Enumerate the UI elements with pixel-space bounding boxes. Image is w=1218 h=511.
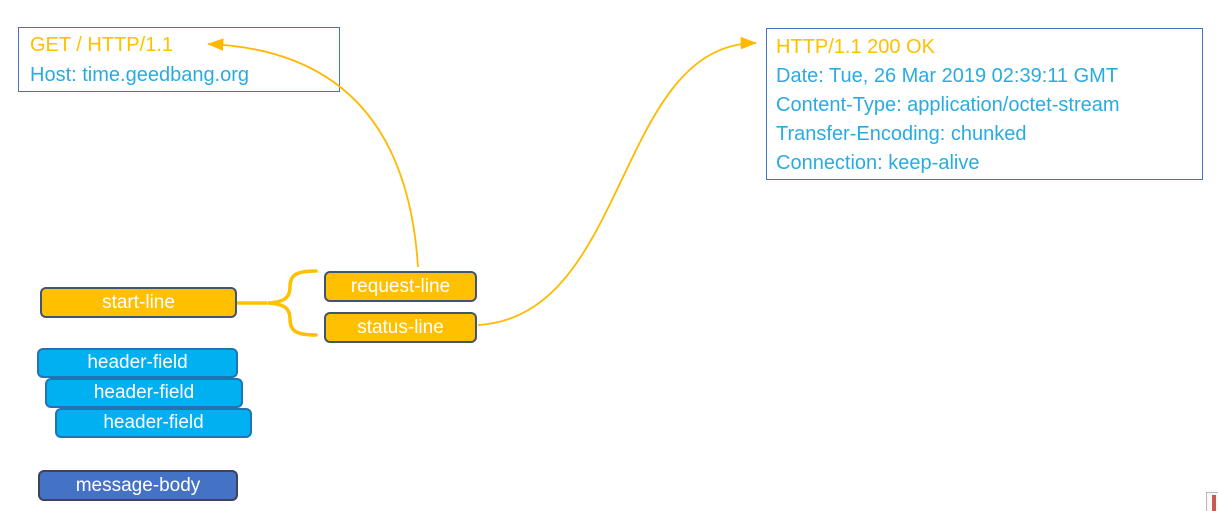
clipped-corner-fragment	[1206, 492, 1218, 511]
status-line-curve-arrow-icon	[477, 36, 757, 326]
curly-brace-icon	[267, 269, 318, 337]
request-example-box: GET / HTTP/1.1 Host: time.geedbang.org	[18, 27, 340, 92]
response-header-line: Content-Type: application/octet-stream	[776, 94, 1120, 116]
message-body-label: message-body	[75, 474, 201, 496]
status-line-pill: status-line	[324, 312, 477, 343]
header-field-pill: header-field	[37, 348, 238, 378]
response-header-line: Connection: keep-alive	[776, 152, 980, 174]
response-header-line: Transfer-Encoding: chunked	[776, 123, 1027, 145]
header-field-pill: header-field	[55, 408, 252, 438]
message-body-pill: message-body	[38, 470, 238, 501]
response-header-line: Date: Tue, 26 Mar 2019 02:39:11 GMT	[776, 65, 1119, 87]
header-field-label: header-field	[87, 352, 188, 373]
header-field-pill: header-field	[45, 378, 243, 408]
clipped-corner-red-bar	[1212, 495, 1216, 511]
request-start-line-text: GET / HTTP/1.1	[30, 34, 173, 56]
request-line-label: request-line	[350, 275, 451, 297]
header-field-label: header-field	[93, 382, 195, 403]
response-status-line-text: HTTP/1.1 200 OK	[776, 36, 935, 58]
start-line-pill: start-line	[40, 287, 237, 318]
header-field-label: header-field	[103, 412, 204, 433]
start-line-label: start-line	[102, 291, 175, 313]
request-header-line: Host: time.geedbang.org	[30, 64, 250, 86]
status-line-label: status-line	[357, 316, 444, 338]
request-line-pill: request-line	[324, 271, 477, 302]
response-example-box: HTTP/1.1 200 OK Date: Tue, 26 Mar 2019 0…	[766, 28, 1203, 180]
